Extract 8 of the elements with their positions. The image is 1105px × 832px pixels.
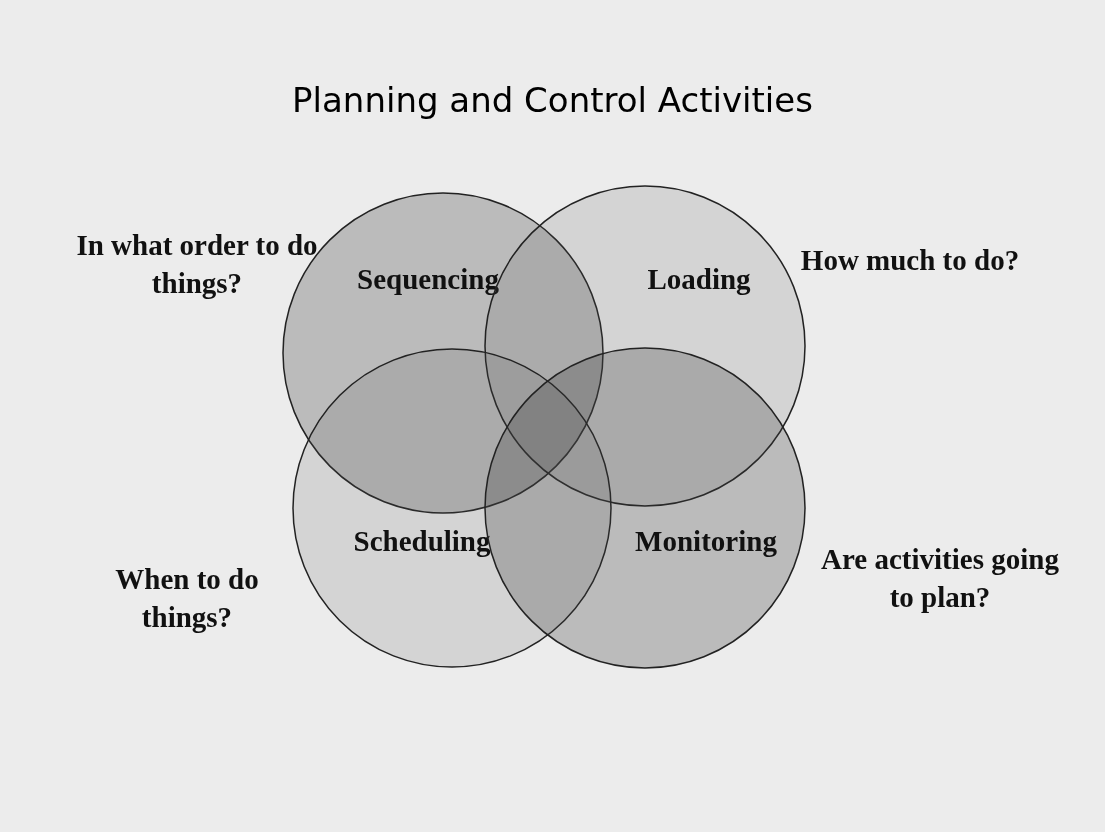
- question-text: When to do things?: [114, 562, 260, 635]
- circle-label: Monitoring: [635, 524, 777, 558]
- circle-label: Sequencing: [357, 262, 499, 296]
- question-text: How much to do?: [800, 243, 1020, 278]
- question-text: In what order to do things?: [75, 228, 319, 301]
- circle-label: Loading: [647, 262, 751, 296]
- diagram-title: Planning and Control Activities: [291, 80, 814, 120]
- question-text: Are activities going to plan?: [820, 542, 1060, 615]
